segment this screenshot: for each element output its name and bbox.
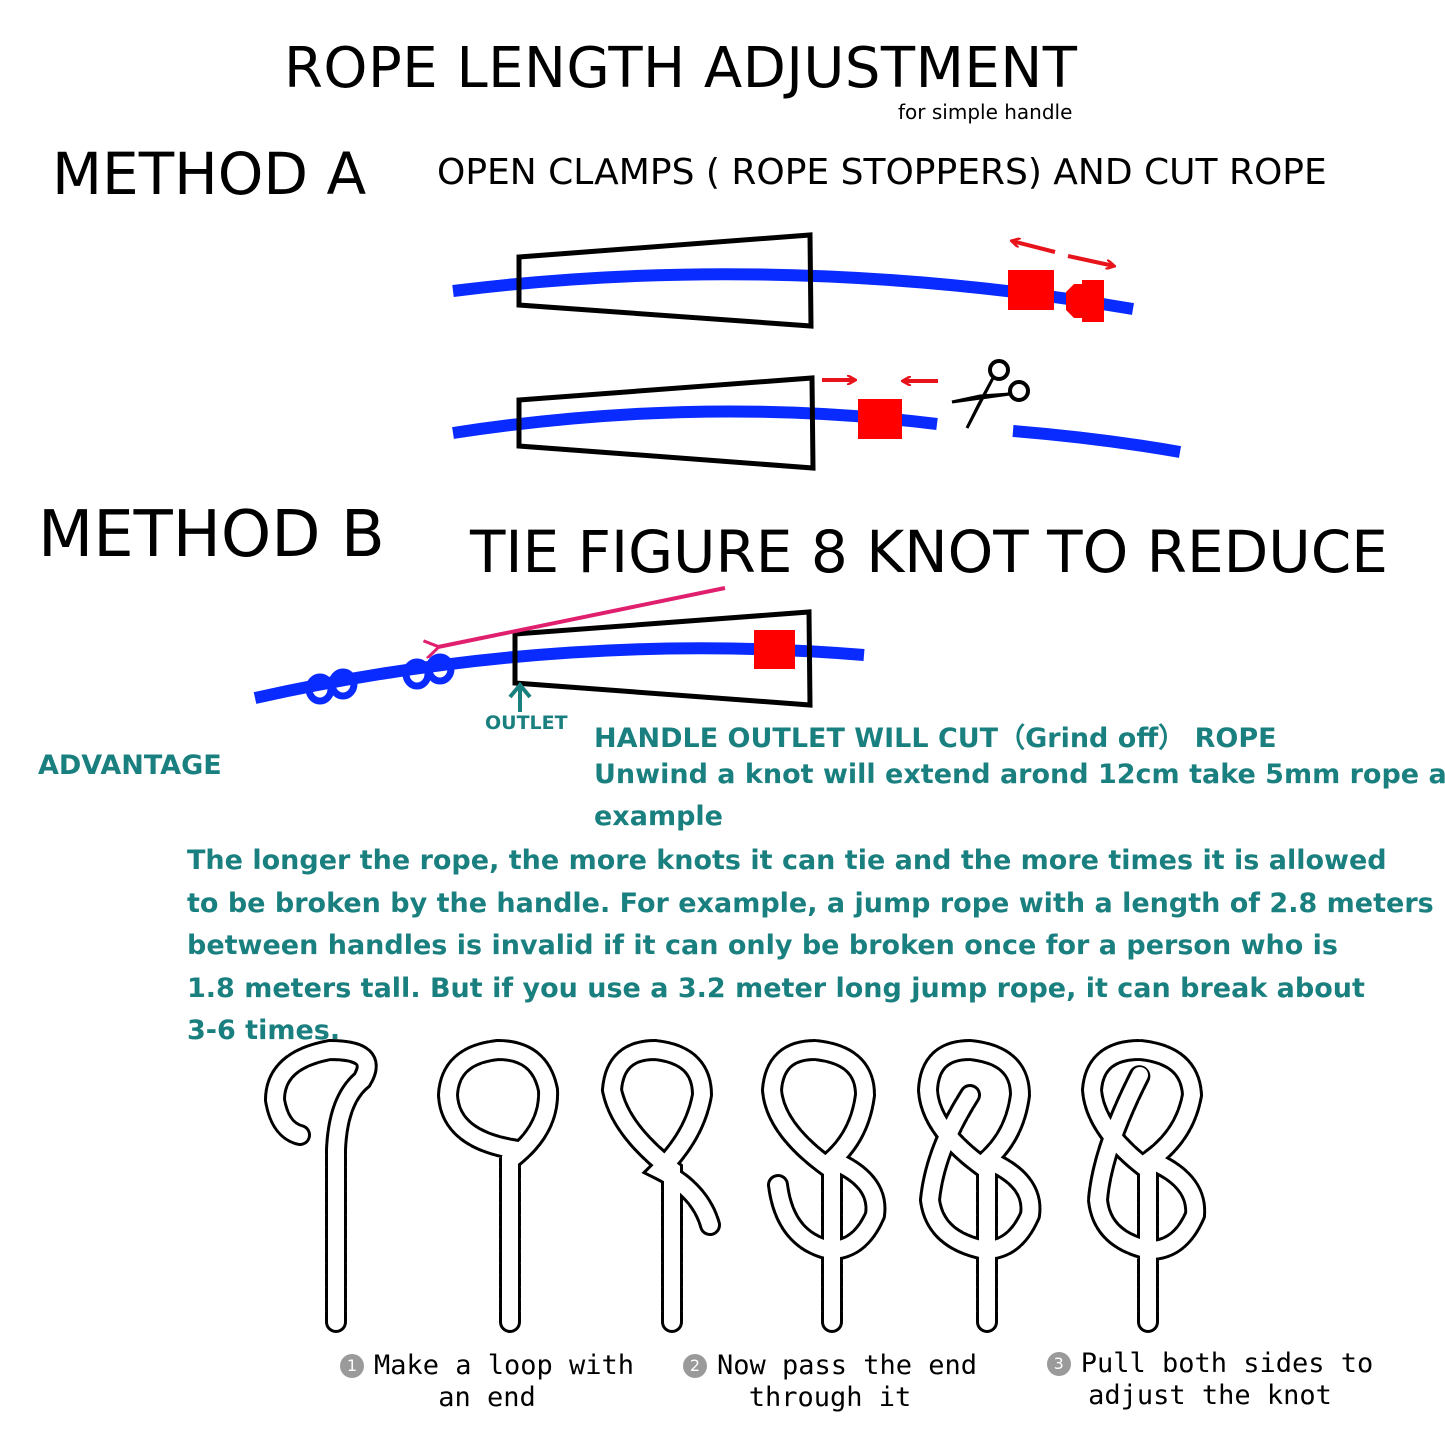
- red-arrow-icon: [1012, 241, 1056, 254]
- handle: [512, 609, 813, 708]
- method-b-label: METHOD B: [38, 498, 385, 572]
- outlet-label: OUTLET: [485, 712, 568, 734]
- knot-step-through: [916, 1038, 1042, 1333]
- red-arrow-icon: [1067, 254, 1114, 266]
- advantage-line: between handles is invalid if it can onl…: [187, 930, 1339, 961]
- knot-step-cross: [600, 1038, 721, 1333]
- method-a-diagram-open-clamps: [452, 232, 1134, 329]
- knot-step-hook: [263, 1038, 378, 1333]
- knot-step-loop: [436, 1038, 560, 1333]
- rope-stopper: [858, 399, 902, 439]
- method-b-description: TIE FIGURE 8 KNOT TO REDUCE: [470, 518, 1388, 586]
- step-text: through it: [748, 1382, 912, 1413]
- step-caption-2: 2 Now pass the end through it: [665, 1350, 995, 1414]
- note-handle-outlet: HANDLE OUTLET WILL CUT（Grind off） ROPE: [594, 723, 1277, 754]
- rope-stopper-cap: [1066, 280, 1104, 322]
- handle: [516, 232, 814, 329]
- method-a-label: METHOD A: [52, 140, 367, 208]
- knot-steps-illustration: [263, 1038, 1207, 1333]
- rope-cut-end: [1012, 425, 1182, 458]
- step-text: Make a loop with: [373, 1350, 635, 1381]
- advantage-paragraph: The longer the rope, the more knots it c…: [187, 840, 1434, 1053]
- step-text: an end: [438, 1382, 536, 1413]
- step-number-badge: 1: [339, 1354, 364, 1378]
- advantage-line: 1.8 meters tall. But if you use a 3.2 me…: [187, 972, 1365, 1004]
- step-caption-3: 3 Pull both sides to adjust the knot: [1040, 1348, 1380, 1412]
- advantage-line: The longer the rope, the more knots it c…: [187, 845, 1387, 876]
- advantage-line: to be broken by the handle. For example,…: [187, 887, 1434, 919]
- advantage-line: 3-6 times.: [187, 1015, 341, 1046]
- figure-8-knot-icon: [305, 668, 358, 705]
- method-a-diagram-cut-rope: [452, 359, 1182, 471]
- step-text: Pull both sides to: [1080, 1348, 1374, 1379]
- step-text: Now pass the end: [716, 1350, 978, 1381]
- handle: [516, 375, 816, 471]
- knot-step-eight: [760, 1038, 887, 1333]
- step-caption-1: 1 Make a loop with an end: [322, 1350, 652, 1414]
- note-unwind-knot-cont: example: [594, 801, 723, 832]
- step-number-badge: 2: [682, 1354, 707, 1378]
- outlet-arrow-icon: [508, 681, 532, 712]
- rope-stopper: [754, 630, 795, 669]
- page-title: ROPE LENGTH ADJUSTMENT: [284, 36, 1078, 101]
- pink-arrow-icon: [438, 586, 726, 647]
- method-a-description: OPEN CLAMPS ( ROPE STOPPERS) AND CUT ROP…: [437, 152, 1327, 193]
- advantage-label: ADVANTAGE: [38, 750, 222, 781]
- knot-step-tight: [1080, 1038, 1207, 1333]
- method-b-diagram: [253, 586, 865, 712]
- step-text: adjust the knot: [1088, 1380, 1332, 1411]
- note-unwind-knot: Unwind a knot will extend arond 12cm tak…: [594, 759, 1445, 790]
- scissors-icon: [951, 359, 1030, 429]
- rope-stopper: [1008, 270, 1054, 310]
- page-subtitle: for simple handle: [898, 100, 1073, 124]
- step-number-badge: 3: [1046, 1352, 1071, 1376]
